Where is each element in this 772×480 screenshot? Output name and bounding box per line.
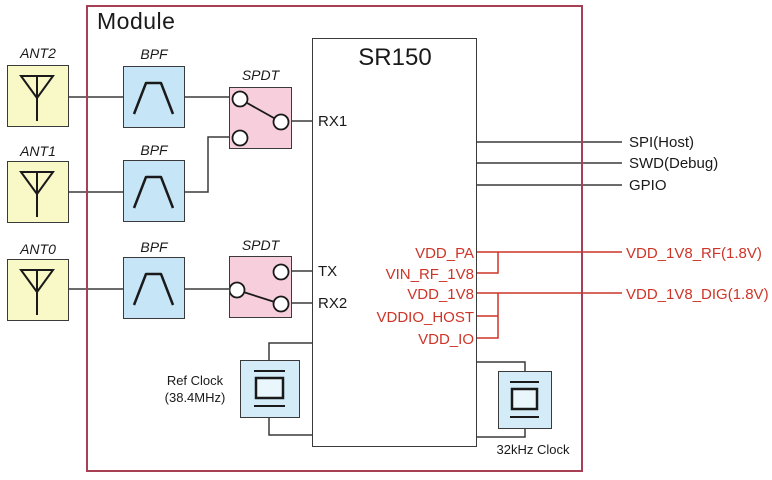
crystal-icon xyxy=(254,370,285,407)
bandpass-icon xyxy=(132,272,175,306)
spdt2-block xyxy=(229,256,292,318)
spdt-switch-icon xyxy=(231,90,290,147)
bpf0-block xyxy=(123,257,185,319)
sr150-chip-block xyxy=(312,38,477,447)
pin-rx1: RX1 xyxy=(318,113,348,130)
pin-vddio-host: VDDIO_HOST xyxy=(376,309,474,326)
signal-spi: SPI(Host) xyxy=(629,134,695,151)
rail-vdd-1v8-dig: VDD_1V8_DIG(1.8V) xyxy=(626,286,769,303)
pin-vdd-1v8: VDD_1V8 xyxy=(407,286,474,303)
wire-refclk-bot xyxy=(268,417,312,436)
ref-crystal-block xyxy=(240,360,300,418)
crystal-icon xyxy=(510,381,539,418)
antenna-icon xyxy=(19,75,55,121)
pin-rx2: RX2 xyxy=(318,295,348,312)
ref-clock-freq: (38.4MHz) xyxy=(164,390,226,405)
ant0-block xyxy=(7,259,69,321)
spdt2-label: SPDT xyxy=(241,237,280,253)
wire-bpf1-spdt xyxy=(185,136,229,193)
signal-gpio: GPIO xyxy=(629,177,667,194)
pin-vin-rf-1v8: VIN_RF_1V8 xyxy=(385,266,474,283)
ant1-label: ANT1 xyxy=(20,143,56,159)
wire-32k-bot xyxy=(475,429,526,438)
bpf2-label: BPF xyxy=(140,46,168,62)
antenna-icon xyxy=(19,171,55,217)
ant2-label: ANT2 xyxy=(20,45,56,61)
ref-clock-name: Ref Clock xyxy=(166,373,224,388)
rail-vdd-1v8-rf: VDD_1V8_RF(1.8V) xyxy=(626,245,762,262)
bpf0-label: BPF xyxy=(140,239,168,255)
rtc-crystal-block xyxy=(498,371,552,429)
ref-clock-label: Ref Clock (38.4MHz) xyxy=(154,372,236,406)
pin-vdd-pa: VDD_PA xyxy=(415,245,474,262)
module-boundary xyxy=(86,5,583,472)
ant2-block xyxy=(7,65,69,127)
spdt1-block xyxy=(229,87,292,149)
chip-title: SR150 xyxy=(358,44,432,71)
wire-32k-top xyxy=(475,361,526,371)
spdt-switch-icon xyxy=(230,263,290,313)
pin-vdd-io: VDD_IO xyxy=(418,331,474,348)
signal-swd: SWD(Debug) xyxy=(629,155,719,172)
net-vin-rf-bracket xyxy=(475,252,499,274)
pin-tx: TX xyxy=(318,263,338,280)
bpf2-block xyxy=(123,66,185,128)
bpf1-label: BPF xyxy=(140,142,168,158)
rtc-clock-label: 32kHz Clock xyxy=(496,442,570,457)
module-label: Module xyxy=(97,8,176,34)
spdt1-label: SPDT xyxy=(241,67,280,83)
ant1-block xyxy=(7,161,69,223)
wire-refclk-top xyxy=(268,342,312,361)
bandpass-icon xyxy=(132,175,175,209)
bpf1-block xyxy=(123,160,185,222)
net-vdd-io-bracket xyxy=(475,293,499,339)
antenna-icon xyxy=(19,269,55,315)
ant0-label: ANT0 xyxy=(20,241,56,257)
bandpass-icon xyxy=(132,81,175,115)
